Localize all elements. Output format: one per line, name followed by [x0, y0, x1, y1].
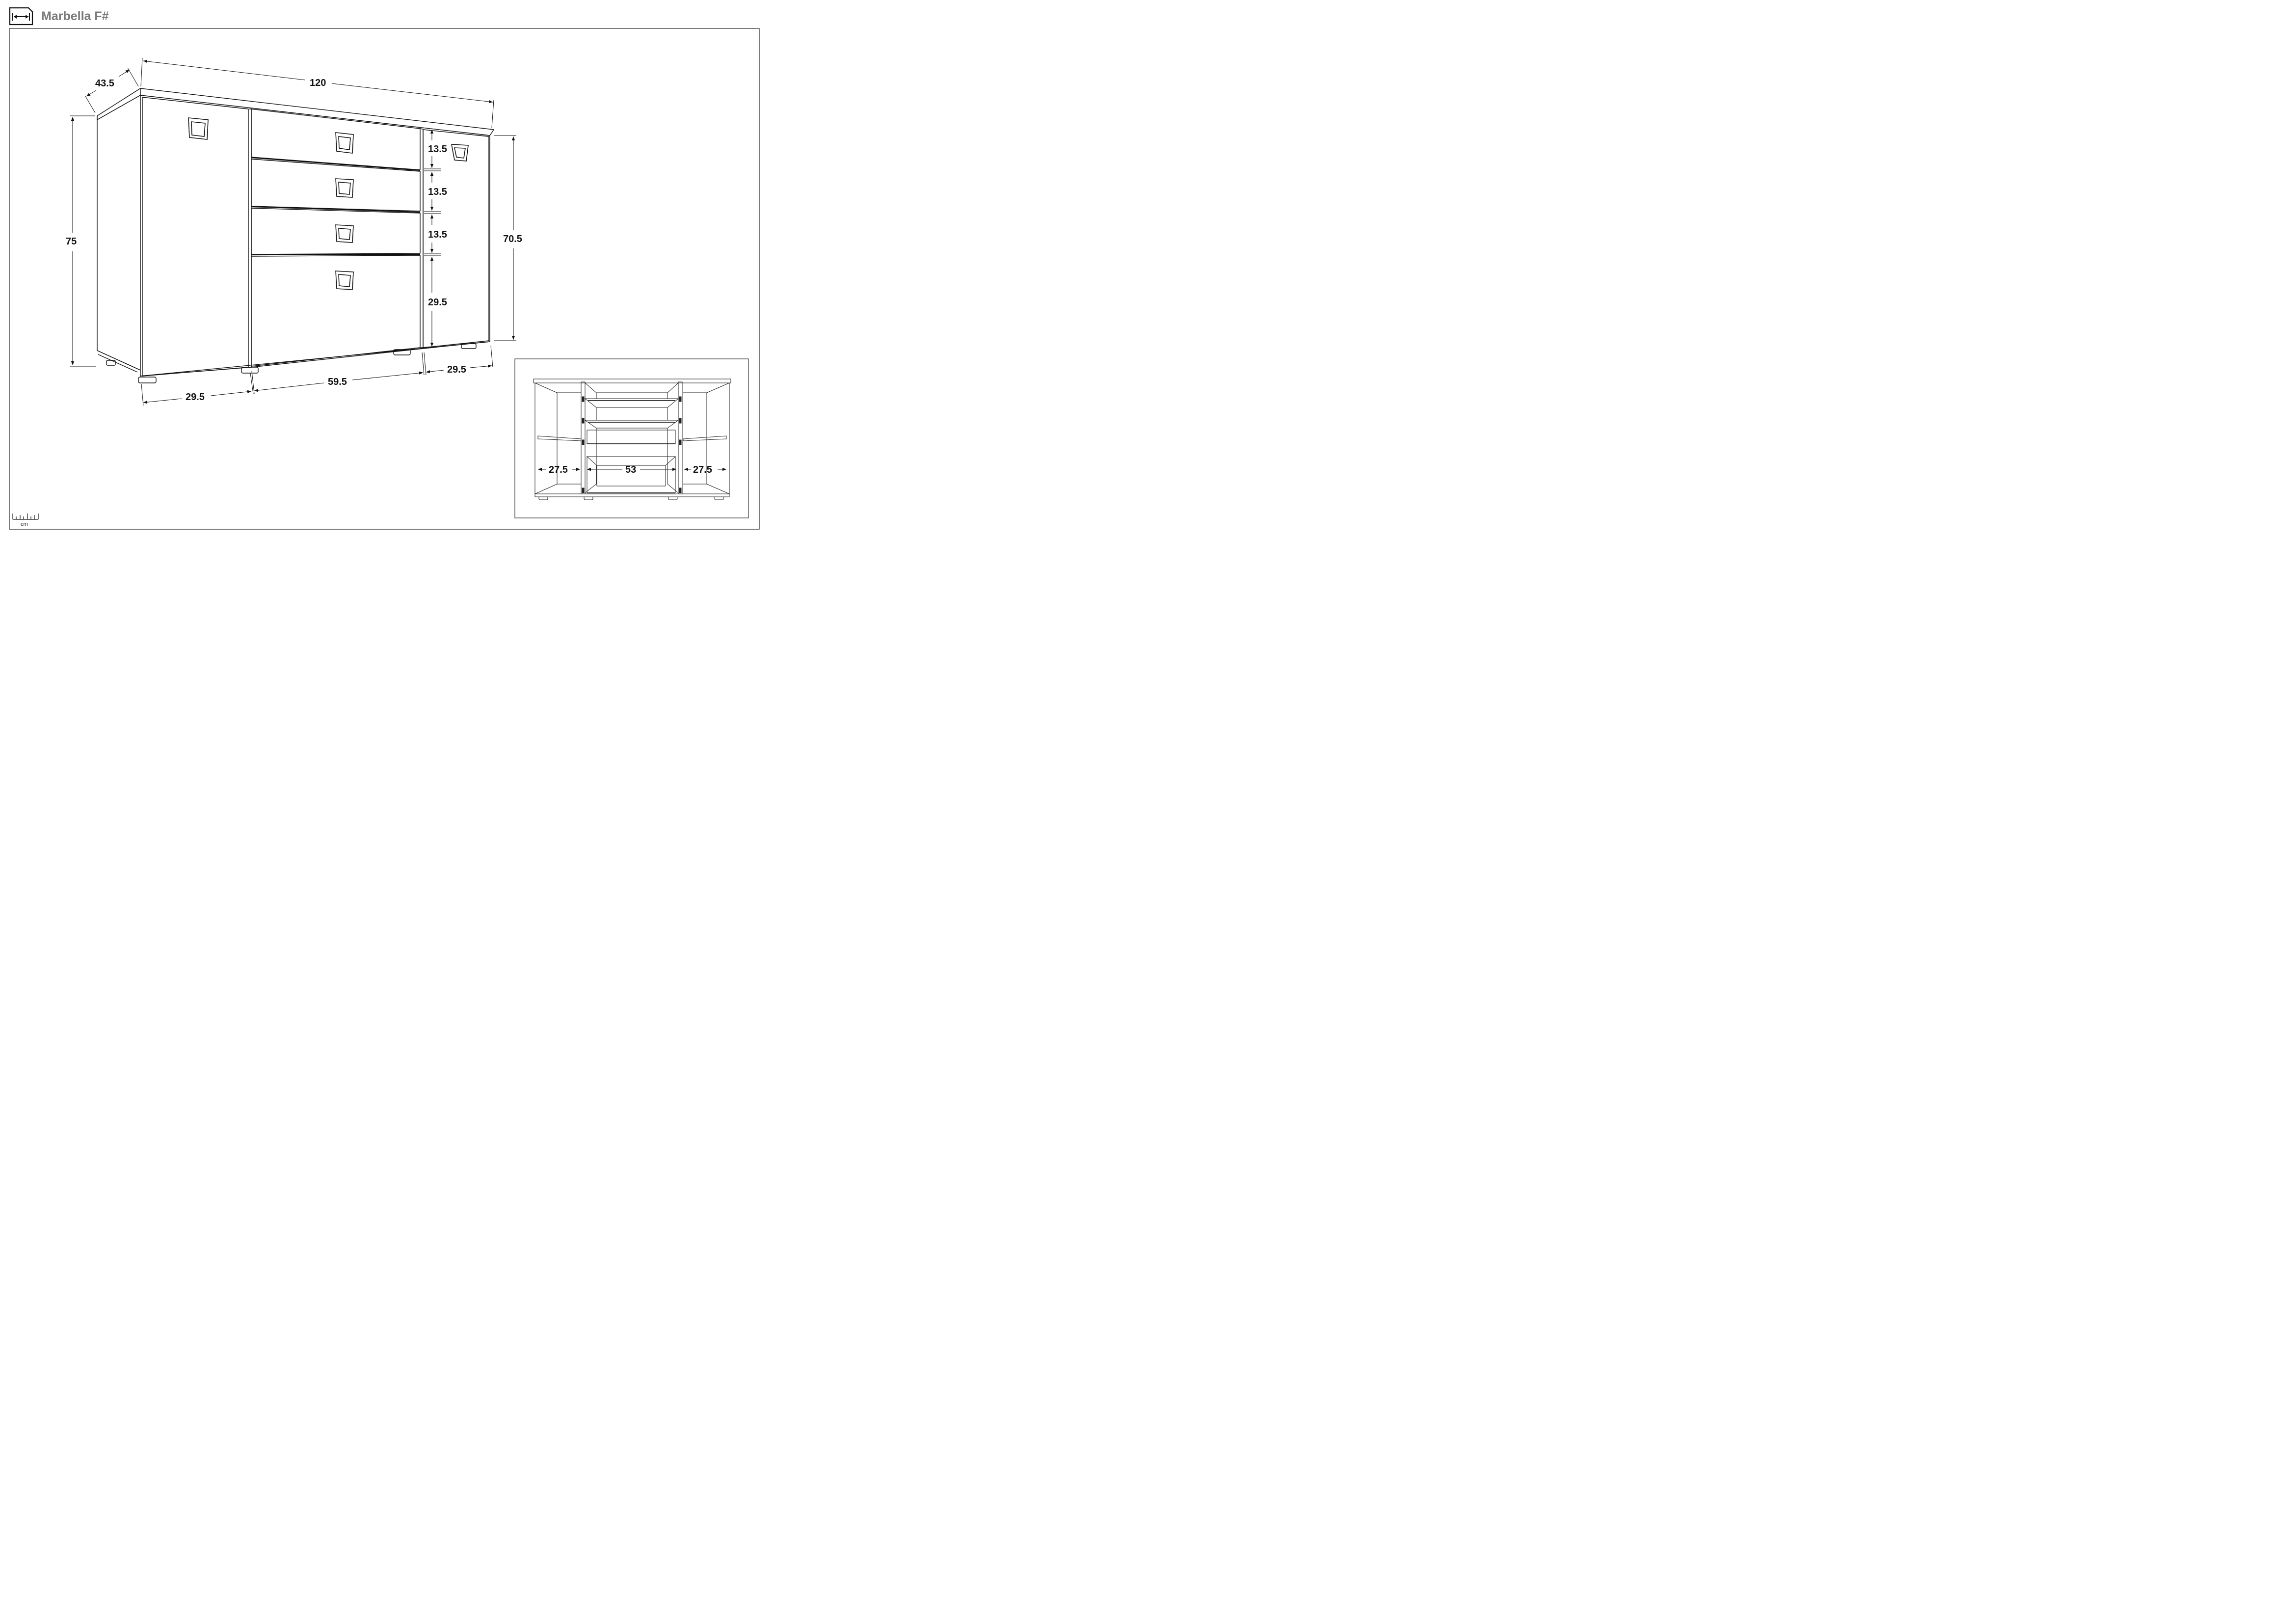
- ruler-icon: [12, 514, 39, 520]
- inset-dim-center: 53: [625, 464, 636, 475]
- sideboard-perspective: [97, 88, 494, 383]
- technical-drawing: 43.5 120 75 70.5 13.5 13.5 13.5 29.5 29.…: [9, 28, 760, 530]
- handle-left-door-icon: [188, 117, 209, 140]
- inset-dim-right: 27.5: [693, 464, 712, 475]
- dimensions-arrow-icon: [9, 7, 33, 26]
- dimension-lines: [70, 57, 516, 406]
- interior-inset: [514, 358, 749, 518]
- handle-drawer1-icon: [335, 132, 354, 154]
- page-title: Marbella F#: [41, 9, 109, 23]
- inset-dim-left: 27.5: [549, 464, 568, 475]
- dim-drawer3: 13.5: [428, 229, 447, 240]
- cabinet-handles: [188, 117, 469, 290]
- dim-height: 75: [66, 236, 77, 247]
- dim-center-width: 59.5: [328, 377, 347, 387]
- dim-depth: 43.5: [95, 78, 114, 89]
- dim-width: 120: [310, 78, 326, 88]
- handle-drawer2-icon: [335, 178, 354, 198]
- handle-drawer4-icon: [335, 271, 354, 290]
- dimension-labels: 43.5 120 75 70.5 13.5 13.5 13.5 29.5 29.…: [66, 78, 522, 403]
- dim-drawer2: 13.5: [428, 187, 447, 197]
- dim-front-height: 70.5: [503, 234, 522, 244]
- drawing-frame: [9, 28, 760, 530]
- handle-right-door-icon: [451, 144, 469, 162]
- handle-drawer3-icon: [335, 224, 354, 243]
- scale-unit: cm: [21, 521, 28, 527]
- inset-labels: 27.5 53 27.5: [549, 464, 712, 475]
- dim-left-door-width: 29.5: [186, 392, 205, 403]
- dim-right-door-width: 29.5: [447, 364, 466, 375]
- dim-drawer4: 29.5: [428, 297, 447, 308]
- dim-drawer1: 13.5: [428, 144, 447, 155]
